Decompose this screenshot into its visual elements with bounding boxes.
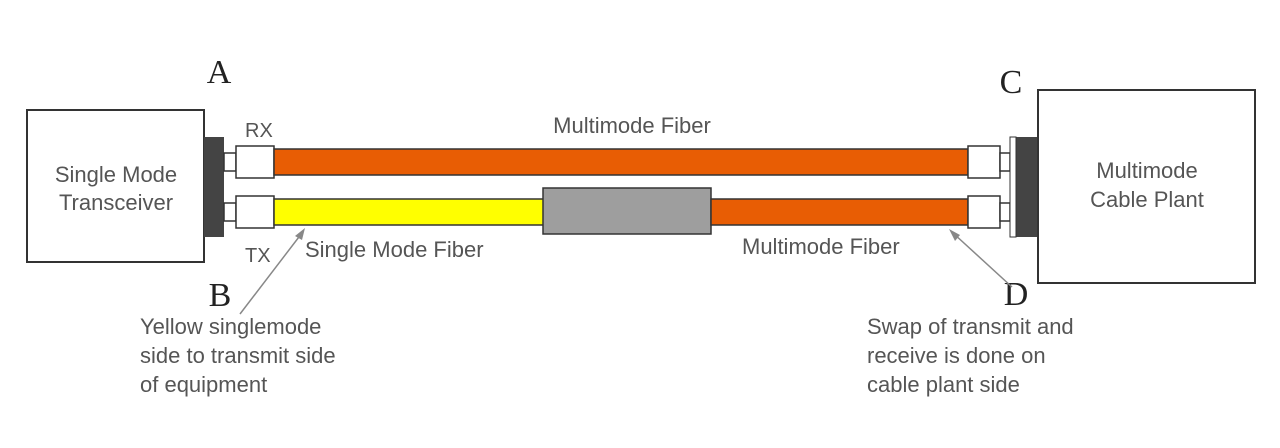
- right-note-line3: cable plant side: [867, 372, 1020, 397]
- left-callout-arrowhead: [295, 228, 305, 240]
- marker-c: C: [1000, 64, 1023, 101]
- cable-plant-label-line1: Multimode: [1096, 158, 1197, 183]
- right-callout-arrow-line: [952, 232, 1013, 288]
- left-callout-arrow-line: [239, 232, 303, 315]
- left-note-line1: Yellow singlemode: [140, 314, 321, 339]
- marker-d: D: [1004, 276, 1029, 313]
- cable-plant-box: [1037, 89, 1256, 284]
- cable-plant-panel-edge: [1009, 136, 1017, 238]
- transceiver-box: [26, 109, 205, 263]
- singlemode-fiber-label: Single Mode Fiber: [305, 237, 484, 262]
- marker-b: B: [209, 277, 232, 314]
- transceiver-label-line1: Single Mode: [55, 162, 177, 187]
- rx-label: RX: [245, 120, 273, 142]
- cable-plant-label-line2: Cable Plant: [1090, 187, 1204, 212]
- marker-a: A: [207, 54, 232, 91]
- right-top-connector-body: [967, 145, 1001, 179]
- bottom-multimode-fiber-label: Multimode Fiber: [742, 234, 900, 259]
- right-callout-arrowhead: [949, 229, 960, 241]
- tx-connector-body: [235, 195, 275, 229]
- right-note-line2: receive is done on: [867, 343, 1046, 368]
- mode-conditioner: [542, 187, 712, 235]
- tx-label: TX: [245, 245, 271, 267]
- tx-connector-tab: [223, 202, 237, 222]
- left-note-line2: side to transmit side: [140, 343, 336, 368]
- bottom-singlemode-fiber: [273, 198, 545, 226]
- rx-connector-tab: [223, 152, 237, 172]
- right-note-line1: Swap of transmit and: [867, 314, 1074, 339]
- bottom-multimode-fiber: [710, 198, 969, 226]
- rx-connector-body: [235, 145, 275, 179]
- right-top-connector-tab: [999, 152, 1011, 172]
- left-note-line3: of equipment: [140, 372, 267, 397]
- top-fiber-label: Multimode Fiber: [553, 113, 711, 138]
- right-bottom-connector-tab: [999, 202, 1011, 222]
- right-bottom-connector-body: [967, 195, 1001, 229]
- transceiver-panel: [204, 137, 224, 237]
- top-multimode-fiber: [273, 148, 969, 176]
- transceiver-label-line2: Transceiver: [59, 190, 173, 215]
